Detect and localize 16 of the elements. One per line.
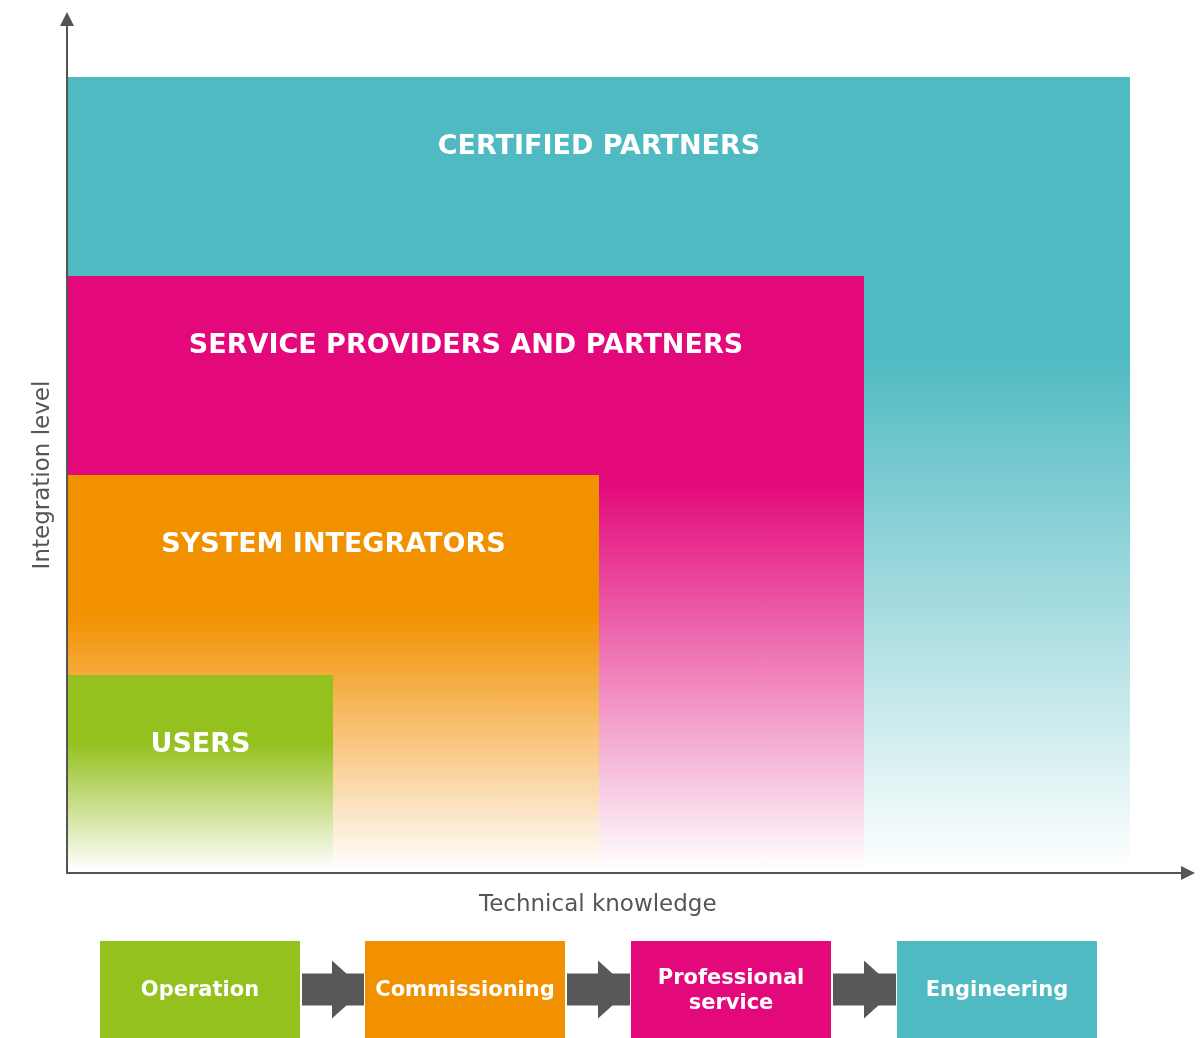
stage-box: Engineering [897,941,1097,1038]
tier-area [68,77,1130,870]
tier-label: CERTIFIED PARTNERS [437,129,761,160]
tier-area [68,475,599,870]
tier-label: USERS [150,727,251,758]
tier-label: SERVICE PROVIDERS AND PARTNERS [188,328,744,359]
arrow [302,960,364,1019]
axis-title: Technical knowledge [479,890,717,916]
stage-box: Commissioning [365,941,565,1038]
axis-title: Integration level [27,380,54,570]
stage-box: Professional service [631,941,831,1038]
arrow [833,960,896,1019]
tier-area [68,276,864,870]
arrow [567,960,630,1019]
tier-label: SYSTEM INTEGRATORS [161,527,506,558]
stage-box: Operation [100,941,300,1038]
